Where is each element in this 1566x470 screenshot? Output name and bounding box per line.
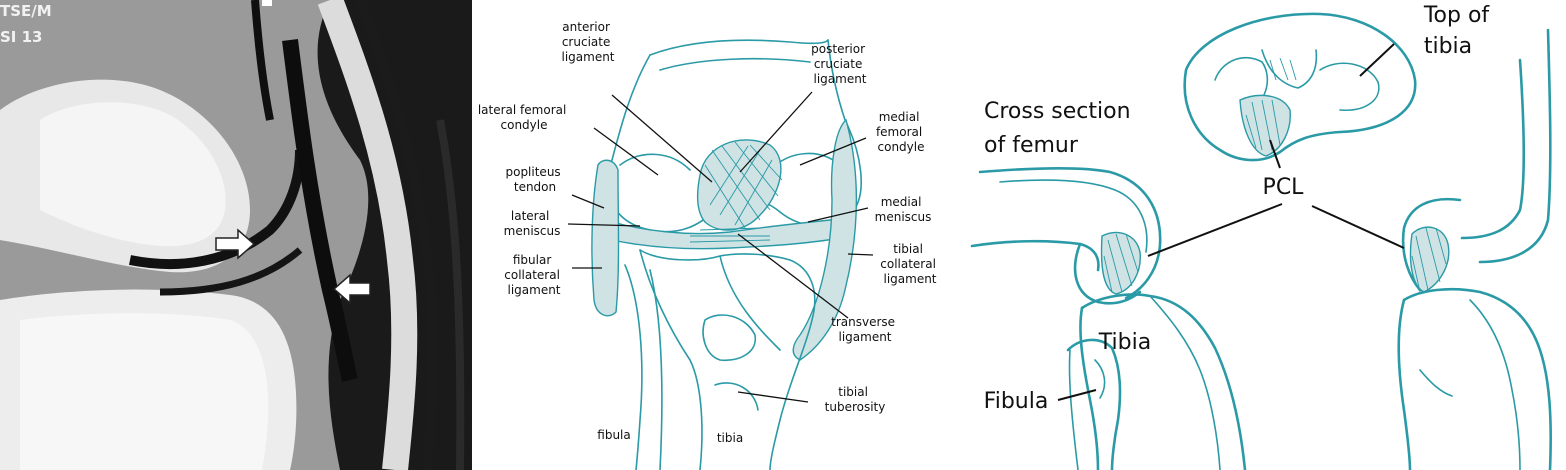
mri-marker	[262, 0, 272, 6]
label-anterior-cruciate-ligament: anterior cruciate ligament	[561, 20, 614, 64]
label-fibula-side: Fibula	[984, 389, 1049, 414]
front-leader-lines	[567, 91, 874, 403]
side-view-right-knee	[1397, 28, 1552, 470]
tibial-plateau-top-view	[1183, 12, 1417, 162]
fibular-collateral-ligament-shape	[591, 159, 620, 317]
label-lateral-meniscus: lateral meniscus	[504, 209, 561, 238]
label-tibial-collateral-ligament: tibial collateral ligament	[880, 242, 940, 286]
side-pcl-right	[1409, 226, 1450, 293]
mri-sequence-label: TSE/M	[0, 2, 52, 20]
side-view-labels: Top of tibia Cross section of femur PCL …	[984, 3, 1496, 414]
label-popliteus-tendon: popliteus tendon	[505, 165, 564, 194]
label-lateral-femoral-condyle: lateral femoral condyle	[478, 103, 570, 132]
label-fibular-collateral-ligament: fibular collateral ligament	[504, 253, 564, 297]
front-view-diagram: anterior cruciate ligament posterior cru…	[478, 20, 940, 470]
front-view-labels: anterior cruciate ligament posterior cru…	[478, 20, 940, 445]
label-medial-femoral-condyle: medial femoral condyle	[876, 110, 926, 154]
label-top-of-tibia: Top of tibia	[1423, 3, 1496, 59]
side-pcl-left	[1100, 231, 1141, 295]
label-posterior-cruciate-ligament: posterior cruciate ligament	[811, 42, 869, 86]
mri-slice-label: SI 13	[0, 28, 42, 46]
tibia-outline	[639, 249, 816, 470]
label-fibula: fibula	[597, 428, 630, 442]
tibial-collateral-ligament-shape	[792, 118, 858, 361]
side-leader-lines	[1057, 139, 1405, 401]
label-medial-meniscus: medial meniscus	[875, 195, 932, 224]
mri-panel: TSE/M SI 13	[0, 0, 472, 470]
side-view-diagram: Top of tibia Cross section of femur PCL …	[970, 3, 1552, 470]
cruciate-ligaments	[696, 139, 782, 231]
label-transverse-ligament: transverse ligament	[831, 315, 899, 344]
tibial-tuberosity-shape	[702, 314, 756, 361]
label-pcl: PCL	[1263, 175, 1305, 200]
side-view-left-knee	[970, 166, 1247, 470]
label-cross-section-of-femur: Cross section of femur	[984, 99, 1138, 158]
mri-arrow-lower	[332, 273, 371, 305]
fibula-outline	[624, 264, 643, 470]
label-tibial-tuberosity: tibial tuberosity	[825, 385, 886, 414]
label-tibia: tibia	[717, 431, 743, 445]
label-tibia-side: Tibia	[1098, 330, 1151, 355]
mri-arrow-upper	[215, 228, 256, 260]
